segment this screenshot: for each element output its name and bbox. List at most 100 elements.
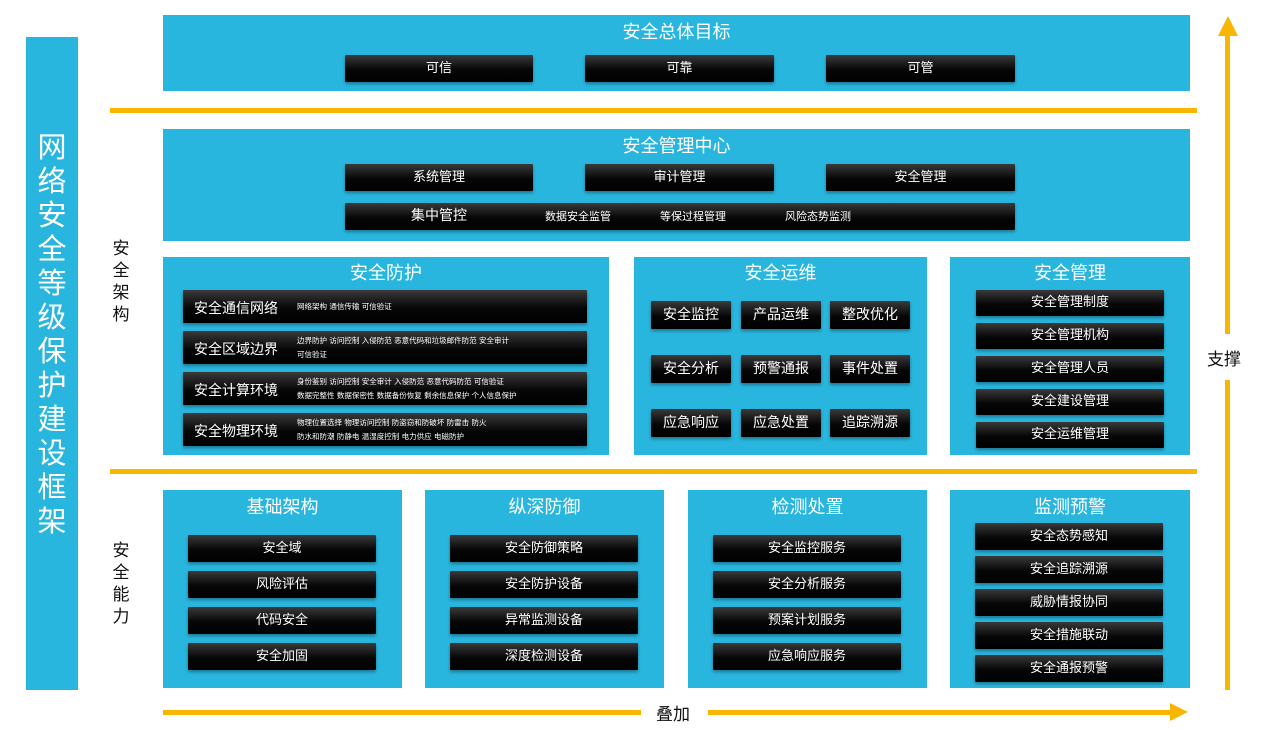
capability-item: 异常监测设备: [450, 607, 638, 634]
risk-situation-monitoring: 风险态势监测: [785, 210, 851, 223]
mgmt-item: 安全管理机构: [976, 323, 1164, 349]
capability-item: 安全监控服务: [713, 535, 901, 562]
title-char: 络: [37, 164, 67, 198]
label-char: 全: [112, 563, 130, 583]
capability-item: 预案计划服务: [713, 607, 901, 634]
title-char: 架: [37, 504, 67, 538]
security-capability-label: 安 全 能 力: [111, 540, 131, 628]
domain-details: 数据完整性 数据保密性 数据备份恢复 剩余信息保护 个人信息保护: [297, 391, 517, 400]
support-label: 支撑: [1207, 350, 1241, 370]
domain-area-boundary: 安全区域边界 边界防护 访问控制 入侵防范 恶意代码和垃圾邮件防范 安全审计 可…: [183, 331, 587, 364]
title-char: 设: [37, 436, 67, 470]
support-arrow-upper-shaft: [1225, 34, 1230, 334]
label-char: 安: [112, 541, 130, 561]
mgmt-item: 安全管理制度: [976, 290, 1164, 316]
panel-title: 安全管理: [1034, 263, 1106, 284]
domain-computing-environment: 安全计算环境 身份鉴别 访问控制 安全审计 入侵防范 恶意代码防范 可信验证 数…: [183, 372, 587, 405]
panel-title: 安全运维: [744, 263, 817, 284]
capability-item: 深度检测设备: [450, 643, 638, 670]
domain-details: 网络架构 通信传输 可信验证: [297, 302, 392, 311]
title-char: 框: [37, 470, 67, 504]
domain-details: 身份鉴别 访问控制 安全审计 入侵防范 恶意代码防范 可信验证: [297, 377, 504, 386]
capability-panel-defense-in-depth: 纵深防御 安全防御策略 安全防护设备 异常监测设备 深度检测设备: [425, 490, 664, 688]
label-char: 安: [112, 239, 130, 259]
capability-item: 安全追踪溯源: [975, 556, 1163, 583]
label-char: 能: [112, 585, 130, 605]
domain-details: 物理位置选择 物理访问控制 防盗窃和防破坏 防雷击 防火: [297, 418, 487, 427]
arrow-right-icon: [1170, 703, 1188, 721]
title-char: 保: [37, 334, 67, 368]
security-goal-panel: 安全总体目标 可信 可靠 可管: [163, 15, 1190, 91]
label-char: 力: [112, 607, 130, 627]
data-security-supervision: 数据安全监管: [545, 210, 611, 223]
title-char: 等: [37, 266, 67, 300]
title-char: 级: [37, 300, 67, 334]
ops-item: 应急响应: [651, 409, 731, 437]
classified-process-management: 等保过程管理: [660, 210, 726, 223]
security-management-center-panel: 安全管理中心 系统管理 审计管理 安全管理 集中管控 数据安全监管 等保过程管理…: [163, 129, 1190, 241]
panel-title: 基础架构: [246, 497, 319, 518]
ops-item: 预警通报: [741, 355, 821, 383]
label-char: 全: [112, 261, 130, 281]
capability-item: 安全态势感知: [975, 523, 1163, 550]
capability-panel-infrastructure: 基础架构 安全域 风险评估 代码安全 安全加固: [163, 490, 402, 688]
title-char: 安: [37, 198, 67, 232]
overlay-arrow-left-shaft: [163, 710, 641, 715]
capability-item: 安全域: [188, 535, 376, 562]
panel-title: 安全管理中心: [622, 136, 731, 157]
domain-physical-environment: 安全物理环境 物理位置选择 物理访问控制 防盗窃和防破坏 防雷击 防火 防水和防…: [183, 413, 587, 446]
goal-manageable: 可管: [826, 55, 1015, 82]
goal-reliable: 可靠: [585, 55, 774, 82]
mgmt-item: 安全运维管理: [976, 422, 1164, 448]
security-architecture-label: 安 全 架 构: [111, 238, 131, 326]
goal-trustworthy: 可信: [345, 55, 533, 82]
audit-management: 审计管理: [585, 164, 774, 191]
domain-name: 安全物理环境: [194, 424, 278, 440]
system-management: 系统管理: [345, 164, 533, 191]
capability-item: 威胁情报协同: [975, 589, 1163, 616]
capability-item: 安全措施联动: [975, 622, 1163, 649]
panel-title: 安全防护: [350, 263, 422, 284]
centralized-control-label: 集中管控: [411, 208, 467, 224]
ops-item: 应急处置: [741, 409, 821, 437]
title-char: 全: [37, 232, 67, 266]
panel-title: 监测预警: [1034, 497, 1106, 518]
capability-item: 安全分析服务: [713, 571, 901, 598]
label-char: 构: [112, 305, 130, 325]
capability-item: 安全加固: [188, 643, 376, 670]
capability-item: 风险评估: [188, 571, 376, 598]
domain-name: 安全计算环境: [194, 383, 278, 399]
capability-panel-monitoring-warning: 监测预警 安全态势感知 安全追踪溯源 威胁情报协同 安全措施联动 安全通报预警: [950, 490, 1190, 688]
support-arrow-lower-shaft: [1225, 380, 1230, 690]
security-operations-panel: 安全运维 安全监控 产品运维 整改优化 安全分析 预警通报 事件处置 应急响应 …: [634, 257, 927, 455]
domain-communication-network: 安全通信网络 网络架构 通信传输 可信验证: [183, 290, 587, 323]
capability-item: 安全防护设备: [450, 571, 638, 598]
ops-item: 产品运维: [741, 301, 821, 329]
divider-line: [110, 469, 1197, 474]
centralized-control-bar: 集中管控 数据安全监管 等保过程管理 风险态势监测: [345, 203, 1015, 230]
capability-panel-detection-response: 检测处置 安全监控服务 安全分析服务 预案计划服务 应急响应服务: [688, 490, 927, 688]
mgmt-item: 安全建设管理: [976, 389, 1164, 415]
domain-name: 安全通信网络: [194, 301, 278, 317]
capability-item: 安全通报预警: [975, 655, 1163, 682]
arrow-up-icon: [1218, 16, 1238, 36]
ops-item: 追踪溯源: [830, 409, 910, 437]
framework-title: 网 络 安 全 等 级 保 护 建 设 框 架: [26, 37, 78, 690]
title-char: 建: [37, 402, 67, 436]
title-char: 护: [37, 368, 67, 402]
security-management: 安全管理: [826, 164, 1015, 191]
panel-title: 纵深防御: [508, 497, 581, 518]
ops-item: 事件处置: [830, 355, 910, 383]
capability-item: 安全防御策略: [450, 535, 638, 562]
ops-item: 安全分析: [651, 355, 731, 383]
domain-details: 可信验证: [297, 350, 327, 359]
overlay-label: 叠加: [656, 705, 690, 725]
domain-details: 边界防护 访问控制 入侵防范 恶意代码和垃圾邮件防范 安全审计: [297, 336, 510, 345]
panel-title: 安全总体目标: [622, 22, 731, 43]
ops-item: 安全监控: [651, 301, 731, 329]
overlay-arrow-right-shaft: [708, 710, 1170, 715]
security-protection-panel: 安全防护 安全通信网络 网络架构 通信传输 可信验证 安全区域边界 边界防护 访…: [163, 257, 609, 455]
panel-title: 检测处置: [771, 497, 844, 518]
ops-item: 整改优化: [830, 301, 910, 329]
label-char: 架: [112, 283, 130, 303]
